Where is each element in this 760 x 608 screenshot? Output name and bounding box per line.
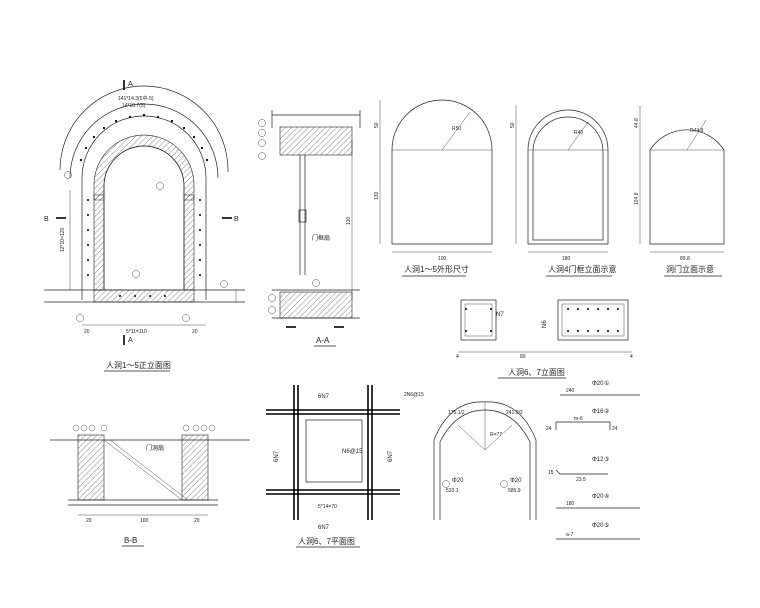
dim-100: 100: [438, 256, 447, 262]
dim-r50: R50: [452, 126, 461, 132]
rebar-item: Φ20 ⑤ a-7: [556, 522, 640, 540]
view-section-bb: 门洞扇 20 100 20 B-B: [50, 424, 250, 547]
dim-20-a: 20: [84, 329, 90, 335]
door-label-b: 门洞扇: [146, 444, 164, 452]
rebar-dia-5: Φ20: [592, 523, 604, 529]
shape-outline-1: R50 50 130 100 人洞1～5外形尺寸: [374, 99, 493, 277]
rebar-len-2: m-6: [574, 416, 583, 422]
shape3-title: 洞门立面示意: [666, 264, 714, 274]
val-5859: 585.9: [508, 488, 521, 494]
phi20-b: Φ20: [510, 478, 522, 484]
dim-50-b: 50: [510, 122, 516, 128]
arc-r-label: R=77: [490, 432, 502, 438]
view-section-aa: 130 门框扇 A-A: [258, 110, 361, 347]
side-24-a: 24: [546, 426, 552, 432]
side-15: 15: [548, 470, 554, 476]
dim-5x11: 5*11=110: [126, 329, 147, 335]
dim-4-b: 4: [630, 354, 633, 360]
dim-2419: 241.9/2: [506, 410, 523, 416]
view-n7-n6-sections: N7 N6 80 4 4 人洞6、7立面图: [456, 299, 633, 379]
top-rebar-note: 141*14.3(5中-5): [118, 95, 154, 102]
dim-20-d: 20: [194, 518, 200, 524]
section-b-right-label: B: [234, 216, 239, 223]
section-b-left-label: B: [44, 216, 49, 223]
view3-title: B-B: [124, 536, 137, 545]
rebar-item: Φ20 ① 240: [560, 380, 640, 396]
view1-title: 人洞1～5正立面图: [106, 360, 171, 370]
shape4-title: 人洞6、7立面图: [508, 367, 565, 377]
shape1-title: 人洞1～5外形尺寸: [404, 264, 469, 274]
rebar-len-1: 240: [566, 388, 575, 394]
wall-rebar-dots: [87, 199, 201, 297]
side-24-b: 24: [612, 426, 618, 432]
plan-dim: 5*14=70: [318, 504, 337, 510]
dim-130: 130: [346, 216, 352, 225]
view-pointed-arch: 175.1/2 241.9/2 R=77 Φ20 533.1 Φ20 585.9: [433, 401, 537, 520]
section-a-bottom-label: A: [128, 337, 133, 344]
section-a-top-label: A: [128, 81, 133, 88]
rebar-dia-4: Φ20: [592, 494, 604, 500]
rebar-mark-2: ②: [604, 408, 610, 415]
rebar-len-5: a-7: [566, 532, 573, 538]
rebar-dia-1: Φ20: [592, 381, 604, 387]
plan-top-label: 6N7: [318, 394, 330, 400]
view2-title: A-A: [316, 336, 330, 345]
plan-right-label: 6N7: [388, 450, 394, 462]
n7-label: N7: [496, 312, 504, 318]
plan-center-label: N6@15: [342, 449, 363, 455]
val-5331: 533.1: [446, 488, 459, 494]
dim-4-a: 4: [456, 354, 459, 360]
view4-title: 人洞6、7平面图: [298, 536, 355, 546]
view-plan-6-7: 6N7 6N7 6N7 6N7 N6@15 5*14=70 2N6@15 人洞6…: [266, 385, 424, 548]
plan-bottom-label: 6N7: [318, 525, 330, 531]
view-front-elevation: A A B B 141*14.3(5中-5) 14*10.7(5) 12*10=…: [44, 80, 245, 372]
dim-448: 44.8: [634, 118, 640, 128]
dim-12x10: 12*10=120: [60, 227, 66, 252]
dim-1751: 175.1/2: [448, 410, 465, 416]
rebar-mark-5: ⑤: [604, 522, 609, 529]
rebar-dia-2: Φ16: [592, 409, 604, 415]
shape-door-opening: R44.8 44.8 124.8 89.8 洞门立面示意: [634, 105, 725, 277]
dim-898: 89.8: [680, 256, 690, 262]
plan-top-right: 2N6@15: [404, 392, 424, 398]
top-rebar-note-2: 14*10.7(5): [122, 103, 146, 109]
rebar-item: Φ12 ③ 23.5 15: [548, 456, 609, 483]
rebar-schedule: Φ20 ① 240 Φ16 ② m-6 24 24 Φ12 ③ 23.5 15 …: [546, 380, 640, 540]
rebar-dia-3: Φ12: [592, 457, 604, 463]
dim-100-b: 100: [140, 518, 149, 524]
rebar-len-3: 23.5: [576, 477, 586, 483]
phi20-a: Φ20: [452, 478, 464, 484]
plan-left-label: 6N7: [274, 450, 280, 462]
dim-20-c: 20: [86, 518, 92, 524]
dim-180: 180: [562, 256, 571, 262]
dim-80: 80: [520, 354, 526, 360]
rebar-item: Φ20 ④ 180: [556, 493, 640, 509]
rebar-len-4: 180: [566, 501, 575, 507]
dim-r44: R44.8: [690, 128, 704, 134]
dim-1248: 124.8: [634, 192, 640, 205]
dim-50: 50: [374, 122, 380, 128]
door-label: 门框扇: [312, 234, 330, 242]
rebar-mark-3: ③: [604, 456, 609, 463]
arch-rebar-dots: [79, 113, 209, 162]
dim-r40: R40: [574, 130, 583, 136]
shape-door-frame: R40 50 180 人洞4门框立面示意: [510, 105, 616, 277]
dim-20-b: 20: [192, 329, 198, 335]
rebar-mark-4: ④: [604, 493, 609, 500]
rebar-item: Φ16 ② m-6 24 24: [546, 408, 618, 432]
n6-label: N6: [542, 320, 548, 328]
shape2-title: 人洞4门框立面示意: [548, 264, 616, 274]
dim-130-s: 130: [374, 191, 380, 200]
rebar-mark-1: ①: [604, 380, 609, 387]
